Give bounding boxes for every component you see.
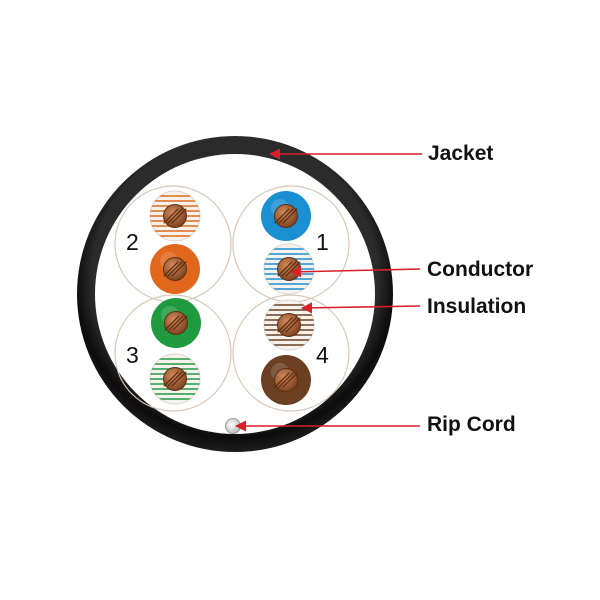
pair-number-3: 3 <box>126 342 139 368</box>
rip-cord-label: Rip Cord <box>427 413 516 436</box>
wires <box>149 190 315 405</box>
pair-number-1: 1 <box>316 229 329 255</box>
solid-wire-1 <box>261 191 311 241</box>
insulation-arrow <box>300 302 421 314</box>
conductor-strand <box>171 371 187 387</box>
striped-wire-3 <box>149 353 201 405</box>
conductor-strand <box>274 372 290 388</box>
conductor-strand <box>163 261 179 277</box>
solid-wire-2 <box>150 244 200 294</box>
solid-wire-4 <box>261 355 311 405</box>
striped-wire-2 <box>149 190 201 242</box>
conductor-strand <box>172 315 188 331</box>
jacket-inner <box>95 154 375 434</box>
conductor-strand <box>164 315 180 331</box>
conductor-strand <box>277 261 293 277</box>
conductor-strand <box>282 372 298 388</box>
conductor-strand <box>171 208 187 224</box>
solid-wire-3 <box>151 298 201 348</box>
conductor-strand <box>168 315 184 331</box>
conductor-strand <box>167 371 183 387</box>
conductor-strand <box>274 208 290 224</box>
conductor-strand <box>163 371 179 387</box>
striped-wire-1 <box>263 243 315 295</box>
conductor-strand <box>278 372 294 388</box>
conductor-strand <box>281 317 297 333</box>
conductor-strand <box>167 261 183 277</box>
conductor-arrow <box>289 266 421 278</box>
pair-outline-3 <box>114 294 232 412</box>
conductor-strand <box>277 317 293 333</box>
conductor-strand <box>278 208 294 224</box>
pair-outline-4 <box>232 294 350 412</box>
conductor-strand <box>163 208 179 224</box>
conductor-strand <box>171 261 187 277</box>
callout-arrows <box>234 148 422 432</box>
pair-number-2: 2 <box>126 229 139 255</box>
conductor-strand <box>282 208 298 224</box>
conductor-label: Conductor <box>427 258 534 281</box>
conductor-strand <box>167 208 183 224</box>
conductor-strand <box>281 261 297 277</box>
jacket-label: Jacket <box>428 142 494 165</box>
insulation-label: Insulation <box>427 295 527 318</box>
pair-number-4: 4 <box>316 342 329 368</box>
conductor-strand <box>285 317 301 333</box>
